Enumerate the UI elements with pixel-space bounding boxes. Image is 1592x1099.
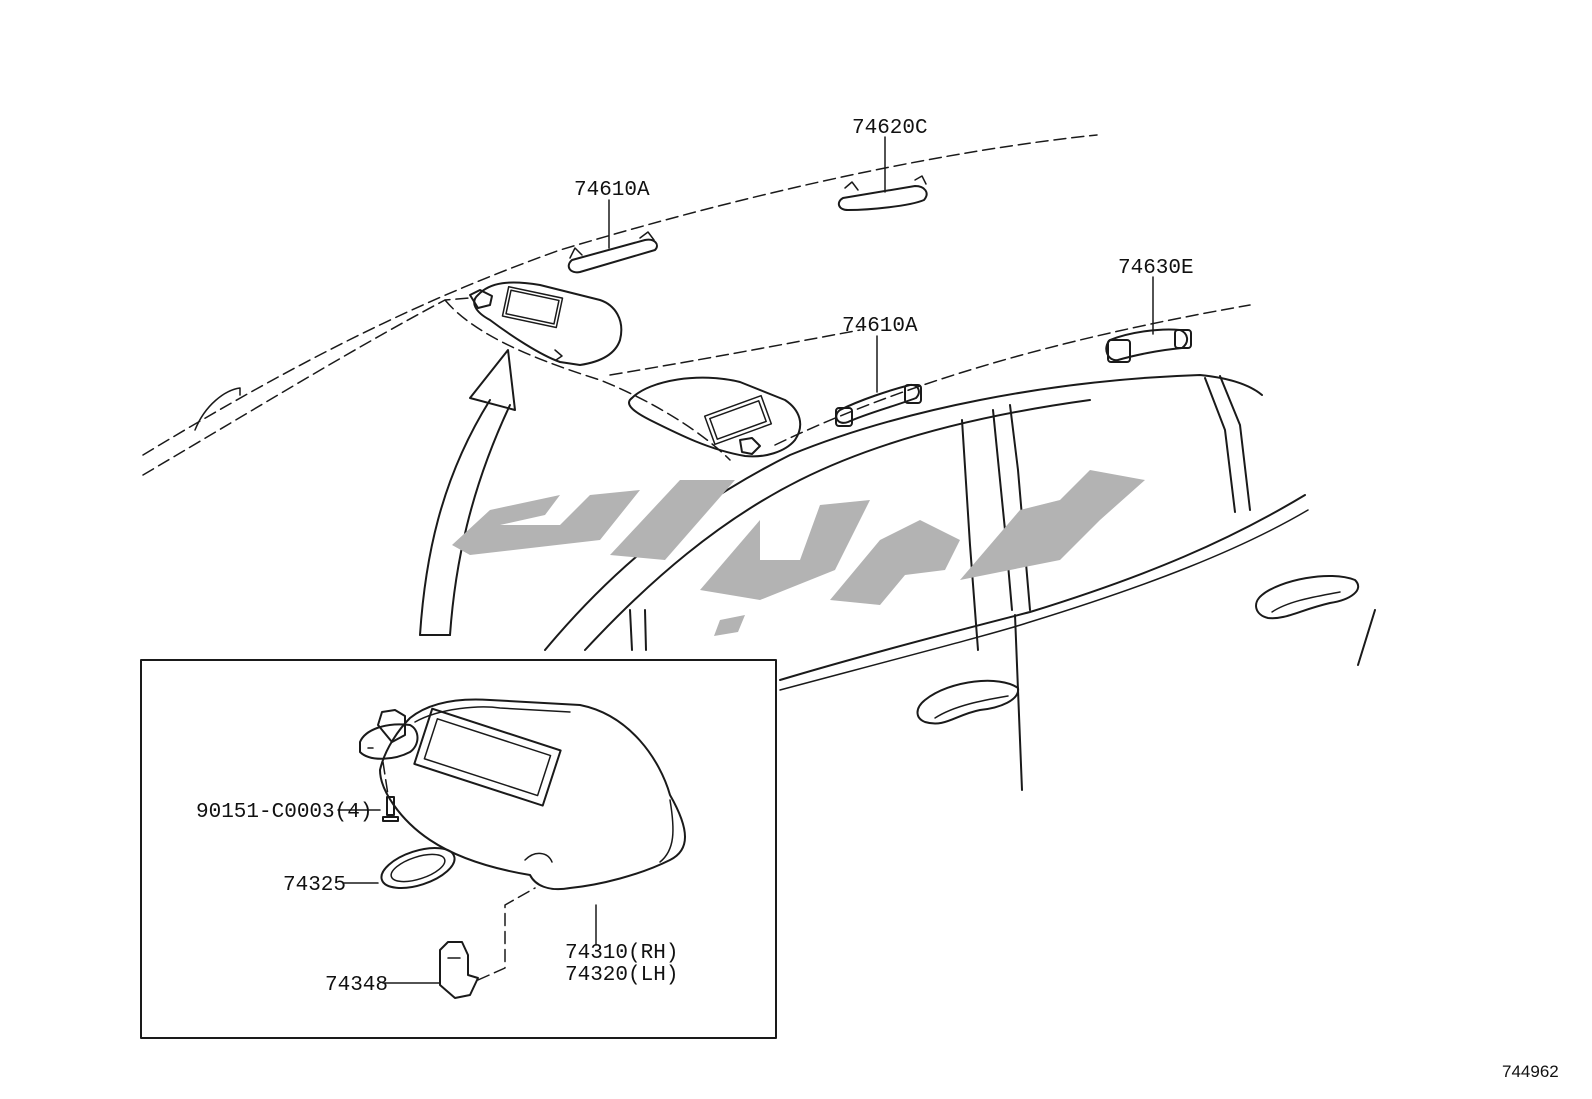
mirror-cover-part <box>380 847 456 889</box>
assist-grip-rear <box>1105 328 1192 363</box>
detail-inset: 90151-C0003(4) 74325 74348 74310(RH) 743… <box>140 659 777 1039</box>
sun-visor-lower <box>628 376 802 458</box>
label-screw: 90151-C0003(4) <box>196 801 372 824</box>
assist-grip-front-right <box>835 383 922 427</box>
watermark-logo <box>452 470 1145 636</box>
screw-part <box>382 761 399 822</box>
label-holder: 74348 <box>325 974 388 997</box>
label-mirror-cover: 74325 <box>283 874 346 897</box>
assist-grip-front-left <box>567 231 658 274</box>
sun-visor-enlarged <box>359 698 686 891</box>
diagram-reference-number: 744962 <box>1502 1062 1559 1081</box>
callout-74610a-left: 74610A <box>574 179 650 202</box>
sun-visor-upper-left <box>469 281 623 366</box>
holder-part <box>439 887 536 999</box>
vehicle-outline <box>142 134 1376 791</box>
label-visor-lh: 74320(LH) <box>565 964 678 987</box>
callout-74610a-right: 74610A <box>842 315 918 338</box>
callout-74620c: 74620C <box>852 117 928 140</box>
detail-arrow <box>419 349 516 636</box>
callout-leaders <box>608 136 1154 393</box>
label-visor-rh: 74310(RH) <box>565 942 678 965</box>
assist-grip-center <box>837 175 928 211</box>
callout-74630e: 74630E <box>1118 257 1194 280</box>
